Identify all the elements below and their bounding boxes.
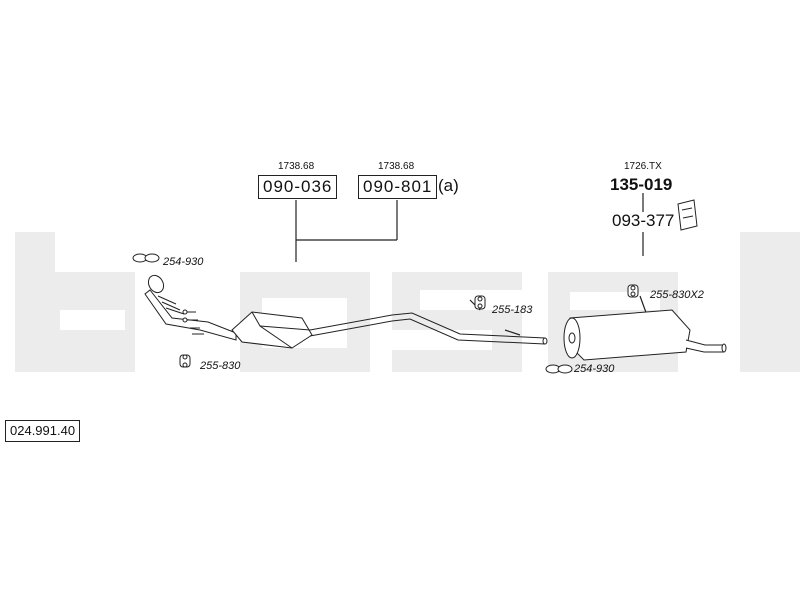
part-ref-3: 1726.TX <box>624 161 662 172</box>
part-number-heat-shield: 093-377 <box>612 211 675 230</box>
catalytic-converter <box>231 311 313 349</box>
fitting-label-gasket-front: 254-930 <box>163 256 204 268</box>
fitting-label-mount-rear: 255-830X2 <box>650 289 704 301</box>
rear-muffler <box>563 309 727 361</box>
heat-shield-icon <box>677 199 698 231</box>
part-ref-1: 1738.68 <box>278 161 315 172</box>
document-number: 024.991.40 <box>5 420 81 442</box>
part-ref-2: 1738.68 <box>378 161 415 172</box>
fitting-label-mount-middle: 255-183 <box>492 304 533 316</box>
rubber-mount-icon-1 <box>179 354 191 368</box>
part-suffix: (a) <box>438 176 459 195</box>
gasket-icon-2 <box>545 364 573 374</box>
rubber-mount-icon-2 <box>474 295 486 310</box>
middle-pipe <box>309 312 548 345</box>
part-number-catalytic-converter: 090-036 <box>258 175 338 199</box>
fitting-label-mount-front: 255-830 <box>200 360 241 372</box>
rubber-mount-icon-3 <box>627 284 639 298</box>
part-number-rear-muffler: 135-019 <box>610 175 673 194</box>
bolt-icon <box>182 309 204 335</box>
fitting-label-gasket-rear: 254-930 <box>574 363 615 375</box>
front-downpipe <box>144 274 237 341</box>
part-number-catalytic-converter-alt: 090-801 <box>358 175 438 199</box>
gasket-icon-1 <box>132 253 160 263</box>
